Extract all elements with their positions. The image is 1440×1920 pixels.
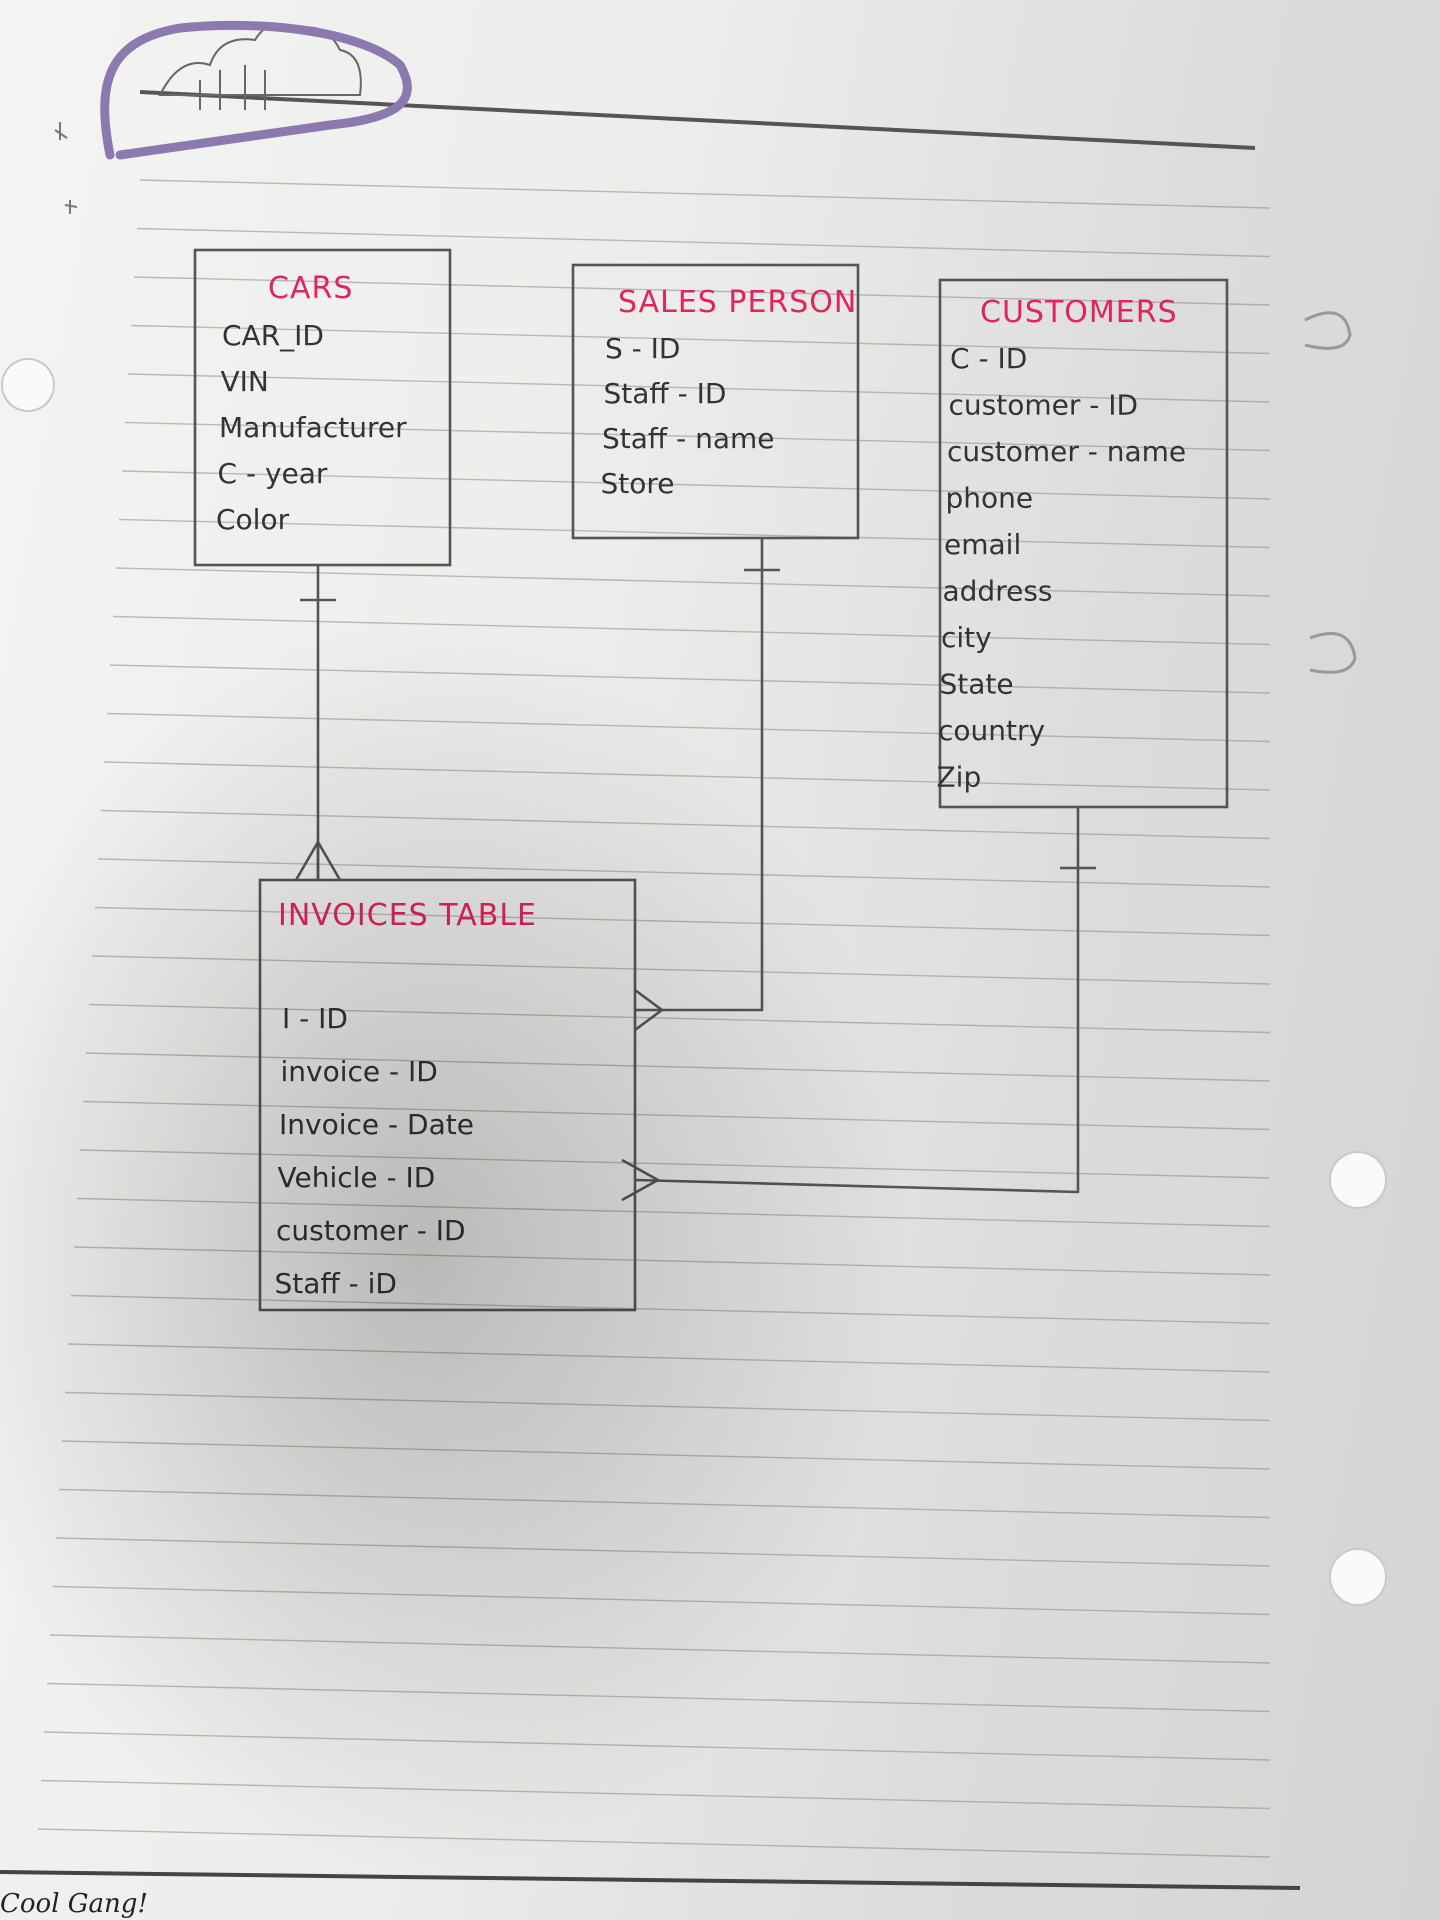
cars-field: Color <box>216 503 290 536</box>
ruled-line <box>115 567 1271 597</box>
ruled-line <box>121 470 1271 500</box>
sales-person-field: Staff - ID <box>604 377 727 410</box>
ruled-line <box>58 1488 1271 1519</box>
cars-field: C - year <box>218 457 328 490</box>
ruled-line <box>67 1343 1271 1373</box>
sales-person-entity-box <box>571 263 860 540</box>
ruled-line <box>133 276 1271 306</box>
cars-field: Manufacturer <box>219 411 407 444</box>
ruled-line <box>40 1779 1271 1810</box>
cars-title: CARS <box>268 271 353 306</box>
ruled-line <box>82 1100 1271 1131</box>
cars-invoices-relationship <box>294 565 342 881</box>
binder-hole-tab <box>1309 632 1357 674</box>
sales-person-field: Staff - name <box>602 422 775 455</box>
ruled-line <box>100 809 1271 840</box>
ruled-line <box>73 1246 1271 1276</box>
invoices-field: customer - ID <box>276 1214 466 1247</box>
ruled-line <box>118 518 1271 549</box>
invoices-field: invoice - ID <box>281 1055 438 1088</box>
sales-person-title: SALES PERSON <box>618 285 857 320</box>
ruled-line <box>112 615 1271 646</box>
customers-invoices-relationship <box>621 807 1096 1202</box>
footer-note: Cool Gang! <box>0 1889 148 1919</box>
customers-field: phone <box>946 482 1034 515</box>
ruled-line <box>130 324 1271 355</box>
binder-hole <box>1329 1548 1387 1606</box>
footer-rule <box>0 1870 1301 1890</box>
ruled-line <box>55 1537 1271 1567</box>
invoices-field: Vehicle - ID <box>278 1161 436 1194</box>
ruled-line <box>136 227 1271 258</box>
invoices-fields: I - ID invoice - ID Invoice - DateVehicle … <box>275 1002 474 1300</box>
invoices-field: I - ID <box>282 1002 348 1035</box>
ruled-line <box>109 664 1271 694</box>
ruled-line <box>124 421 1271 452</box>
customers-fields: C - ID customer - ID customer - name phone e… <box>937 342 1187 794</box>
ruled-line <box>37 1828 1271 1858</box>
customers-field: State <box>940 668 1014 701</box>
sales-person-field: S - ID <box>605 332 681 365</box>
binder-hole <box>1 358 55 412</box>
ruled-line <box>97 858 1271 888</box>
customers-entity-box <box>938 278 1229 809</box>
ruled-line <box>106 712 1271 743</box>
customers-field: customer - name <box>947 435 1186 468</box>
ruled-line <box>79 1149 1271 1179</box>
invoices-title: INVOICES TABLE <box>278 898 537 933</box>
customers-field: address <box>943 575 1053 608</box>
invoices-entity-box <box>258 878 637 1312</box>
margin-marks <box>54 122 78 214</box>
customers-field: C - ID <box>950 342 1027 375</box>
crowfoot-marker <box>634 988 664 1032</box>
customers-field: email <box>944 528 1021 561</box>
ruled-line <box>70 1294 1271 1325</box>
header-rule <box>139 90 1256 150</box>
sales-person-field: Store <box>601 467 675 500</box>
customers-field: city <box>941 621 992 654</box>
crowfoot-marker <box>621 1158 660 1202</box>
ruled-line <box>103 761 1271 791</box>
ruled-line <box>94 906 1271 937</box>
invoices-field: Invoice - Date <box>279 1108 474 1141</box>
ruled-line <box>88 1003 1271 1034</box>
ruled-line <box>52 1585 1271 1616</box>
ruled-line <box>76 1197 1271 1228</box>
ruled-line <box>46 1682 1271 1713</box>
customers-field: Zip <box>937 761 982 794</box>
ruled-line <box>91 955 1271 985</box>
binder-hole-tab <box>1304 311 1352 350</box>
crowfoot-marker <box>294 840 342 881</box>
ruled-lines <box>37 179 1271 1858</box>
cars-entity-box <box>193 248 452 567</box>
ruled-line <box>61 1440 1271 1470</box>
binder-hole <box>1329 1151 1387 1209</box>
invoices-field: Staff - iD <box>275 1267 397 1300</box>
ruled-line <box>64 1391 1271 1422</box>
customers-field: country <box>938 714 1045 747</box>
cars-field: VIN <box>221 365 269 398</box>
sales-invoices-relationship <box>634 538 780 1032</box>
ruled-line <box>49 1634 1271 1664</box>
ruled-line <box>85 1052 1271 1082</box>
cars-field: CAR_ID <box>222 319 324 352</box>
ruled-line <box>139 179 1271 209</box>
ruled-line <box>127 373 1271 403</box>
binder-clip <box>100 20 412 160</box>
ruled-line <box>43 1731 1271 1761</box>
customers-title: CUSTOMERS <box>980 295 1178 330</box>
customers-field: customer - ID <box>949 389 1139 422</box>
